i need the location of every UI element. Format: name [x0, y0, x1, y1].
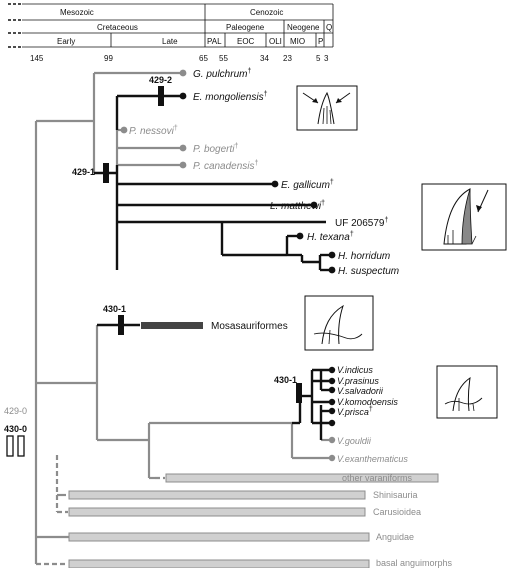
geologic-timescale: Mesozoic Cenozoic Cretaceous Paleogene N… — [8, 3, 334, 63]
marker-429-1 — [103, 163, 109, 183]
root-state-markers — [6, 435, 25, 457]
taxon-v-prasinus: V.prasinus — [337, 376, 379, 386]
taxon-carusioidea: Carusioidea — [373, 507, 421, 517]
taxon-v-exanthematicus: V.exanthematicus — [337, 454, 408, 464]
taxon-p-nessovi: P. nessovi† — [129, 125, 178, 137]
tip-dot — [179, 69, 187, 77]
tooth-illustration-varanus — [436, 365, 498, 419]
range-bar-carusioidea — [68, 507, 366, 517]
epoch-miocene: MIO — [290, 37, 305, 46]
age-65: 65 — [199, 54, 208, 63]
taxon-basal-anguimorphs: basal anguimorphs — [376, 558, 453, 568]
age-34: 34 — [260, 54, 269, 63]
tooth-illustration-mosasaur — [304, 295, 374, 351]
taxon-v-indicus: V.indicus — [337, 365, 373, 375]
taxon-h-horridum: H. horridum — [338, 251, 390, 262]
tip-dot — [328, 251, 336, 259]
taxon-h-texana: H. texana† — [307, 231, 354, 243]
epoch-paleocene: PAL — [207, 37, 222, 46]
tip-dot — [120, 126, 128, 134]
label-429-0: 429-0 — [4, 406, 27, 416]
marker-430-1-lower — [296, 383, 302, 403]
marker-430-1-upper — [118, 315, 124, 335]
mosasauriformes-range-bar — [141, 322, 203, 329]
tip-dot — [328, 407, 336, 415]
taxon-mosasauriformes: Mosasauriformes — [211, 321, 288, 332]
taxon-h-suspectum: H. suspectum — [338, 266, 399, 277]
tip-dot — [328, 386, 336, 394]
tooth-illustration-helodermatid — [296, 85, 358, 131]
taxon-v-prisca: V.prisca† — [337, 406, 373, 417]
tip-dot — [271, 180, 279, 188]
taxon-v-salvadorii: V.salvadorii — [337, 386, 384, 396]
clade-range-bars — [68, 473, 439, 569]
era-cenozoic: Cenozoic — [250, 8, 283, 17]
label-430-1-lower: 430-1 — [274, 375, 297, 385]
tip-dot — [328, 398, 336, 406]
taxon-e-mongoliensis: E. mongoliensis† — [193, 91, 268, 103]
tip-dot — [328, 419, 336, 427]
tip-dot — [179, 144, 187, 152]
tip-dot — [179, 161, 187, 169]
age-55: 55 — [219, 54, 228, 63]
age-23: 23 — [283, 54, 292, 63]
marker-430-0 — [17, 435, 25, 457]
gray-branches — [34, 71, 332, 564]
range-bar-other-varaniforms — [165, 473, 439, 483]
epoch-eocene: EOC — [237, 37, 255, 46]
marker-429-0 — [6, 435, 14, 457]
label-429-2: 429-2 — [149, 75, 172, 85]
epoch-pliocene: P — [318, 37, 323, 46]
taxon-g-pulchrum: G. pulchrum† — [193, 68, 251, 80]
character-markers — [103, 86, 302, 403]
tip-dot — [296, 232, 304, 240]
tip-dot — [328, 266, 336, 274]
range-bar-anguidae — [68, 532, 370, 542]
black-branches — [94, 94, 332, 440]
tip-dot — [310, 201, 318, 209]
tip-dot — [328, 454, 336, 462]
period-paleogene: Paleogene — [226, 23, 265, 32]
period-quaternary: Q — [326, 23, 332, 32]
taxon-e-gallicum: E. gallicum† — [281, 179, 334, 191]
taxon-anguidae: Anguidae — [376, 532, 414, 542]
epoch-early: Early — [57, 37, 75, 46]
age-145: 145 — [30, 54, 44, 63]
tip-dot — [328, 366, 336, 374]
age-3: 3 — [324, 54, 329, 63]
gray-dashed-branches — [36, 455, 165, 566]
taxon-v-komodoensis: V.komodoensis — [337, 397, 398, 407]
taxon-p-canadensis: P. canadensis† — [193, 160, 259, 172]
tip-dot — [328, 377, 336, 385]
taxon-p-bogerti: P. bogerti† — [193, 143, 239, 155]
epoch-oligocene: OLI — [269, 37, 282, 46]
tip-dot — [179, 92, 187, 100]
age-99: 99 — [104, 54, 113, 63]
taxon-other-varaniforms: other varaniforms — [342, 473, 413, 483]
era-mesozoic: Mesozoic — [60, 8, 94, 17]
taxon-uf-206579: UF 206579† — [335, 217, 388, 229]
tip-dot — [328, 436, 336, 444]
marker-429-2 — [158, 86, 164, 106]
period-neogene: Neogene — [287, 23, 320, 32]
epoch-late: Late — [162, 37, 178, 46]
taxon-l-matthewi: L. matthewi† — [270, 200, 325, 212]
period-cretaceous: Cretaceous — [97, 23, 138, 32]
label-430-0: 430-0 — [4, 424, 27, 434]
taxon-v-gouldii: V.gouldii — [337, 436, 372, 446]
range-bar-basal-anguimorphs — [68, 559, 370, 569]
tooth-illustration-heloderma — [421, 183, 507, 251]
tip-dots — [120, 69, 336, 462]
taxon-shinisauria: Shinisauria — [373, 490, 418, 500]
age-5: 5 — [316, 54, 321, 63]
label-429-1: 429-1 — [72, 167, 95, 177]
label-430-1-upper: 430-1 — [103, 304, 126, 314]
range-bar-shinisauria — [68, 490, 366, 500]
